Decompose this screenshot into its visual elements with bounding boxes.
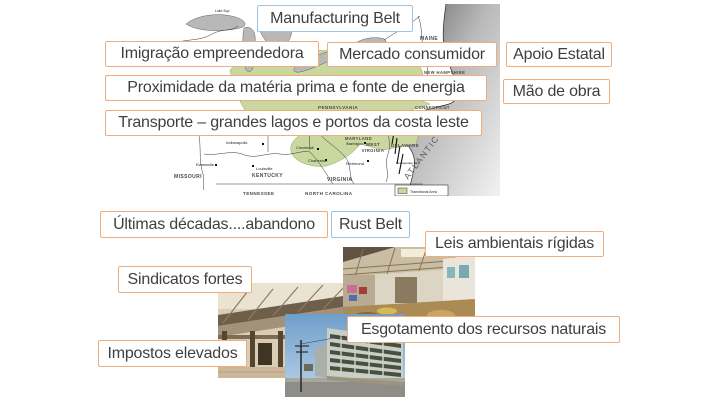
textbox-impostos-elevados: Impostos elevados xyxy=(98,340,247,367)
label-west-virginia-1: WEST xyxy=(366,142,380,147)
textbox-leis-ambientais: Leis ambientais rígidas xyxy=(425,231,604,257)
label-louisville: Louisville xyxy=(256,166,273,171)
textbox-proximidade-materia-prima: Proximidade da matéria prima e fonte de … xyxy=(105,75,487,101)
textbox-esgotamento-recursos: Esgotamento dos recursos naturais xyxy=(347,316,620,343)
label-indianapolis: Indianapolis xyxy=(226,140,247,145)
label-tennessee: TENNESSEE xyxy=(243,191,274,196)
label-richmond: Richmond xyxy=(346,161,364,166)
label-pennsylvania: PENNSYLVANIA xyxy=(318,105,358,110)
textbox-manufacturing-belt: Manufacturing Belt xyxy=(257,5,413,32)
legend-swatch xyxy=(397,187,408,194)
textbox-mao-de-obra: Mão de obra xyxy=(503,79,610,104)
label-virginia: VIRGINIA xyxy=(327,177,352,183)
label-cincinnati: Cincinnati xyxy=(296,145,314,150)
city-dots xyxy=(215,142,369,167)
textbox-ultimas-decadas-abandono: Últimas décadas....abandono xyxy=(100,211,328,238)
legend-label: Transitional Area xyxy=(410,190,437,194)
label-evansville: Evansville xyxy=(196,162,215,167)
textbox-apoio-estatal: Apoio Estatal xyxy=(506,42,612,67)
label-missouri: MISSOURI xyxy=(174,174,202,180)
label-new-hampshire: NEW HAMPSHIRE xyxy=(424,70,465,75)
textbox-transporte: Transporte – grandes lagos e portos da c… xyxy=(105,110,482,136)
textbox-rust-belt: Rust Belt xyxy=(331,211,410,238)
label-west-virginia-2: VIRGINIA xyxy=(362,148,385,153)
textbox-mercado-consumidor: Mercado consumidor xyxy=(327,42,497,67)
label-delaware: DELAWARE xyxy=(391,143,419,148)
label-maryland: MARYLAND xyxy=(345,136,372,141)
label-charleston: Charleston xyxy=(308,158,327,163)
textbox-imigracao-empreendedora: Imigração empreendedora xyxy=(105,41,319,67)
label-chesapeake-bay: Chesapeake Bay xyxy=(396,161,419,165)
label-lake-superior: Lake Sup xyxy=(215,9,229,13)
textbox-sindicatos-fortes: Sindicatos fortes xyxy=(118,266,252,293)
label-north-carolina: NORTH CAROLINA xyxy=(305,191,353,196)
label-washington: Washington xyxy=(346,142,363,146)
label-maine: MAINE xyxy=(420,36,438,42)
label-connecticut: CONNECTICUT xyxy=(415,105,450,110)
label-kentucky: KENTUCKY xyxy=(252,173,283,179)
map-legend: Transitional Area xyxy=(394,184,449,197)
